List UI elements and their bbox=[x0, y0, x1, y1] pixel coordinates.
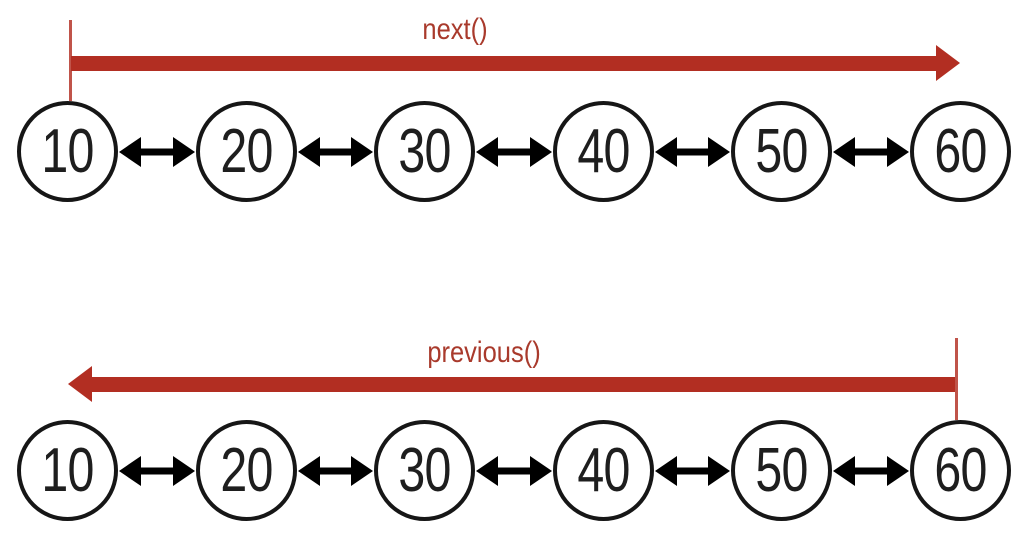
previous-arrow-shaft bbox=[90, 377, 957, 392]
node-value: 60 bbox=[934, 116, 987, 186]
arrow-shaft bbox=[492, 148, 536, 155]
arrow-shaft bbox=[849, 467, 893, 474]
previous-anchor-tick bbox=[955, 338, 958, 420]
arrow-shaft bbox=[670, 467, 715, 474]
bidirectional-arrow bbox=[298, 453, 374, 489]
list-node: 40 bbox=[552, 101, 654, 202]
bidirectional-arrow bbox=[119, 453, 195, 489]
node-value: 10 bbox=[41, 116, 94, 186]
list-node: 10 bbox=[17, 420, 118, 521]
list-node: 60 bbox=[909, 101, 1011, 202]
bidirectional-arrow bbox=[655, 453, 731, 489]
next-arrow-shaft bbox=[71, 56, 938, 71]
node-value: 50 bbox=[755, 435, 809, 505]
arrow-shaft bbox=[135, 467, 179, 474]
arrow-shaft bbox=[492, 467, 536, 474]
node-value: 40 bbox=[577, 435, 630, 505]
next-anchor-tick bbox=[69, 20, 72, 101]
bidirectional-arrow bbox=[119, 134, 195, 170]
list-node: 10 bbox=[17, 101, 118, 202]
list-node: 30 bbox=[374, 420, 476, 521]
list-node: 50 bbox=[731, 101, 833, 202]
node-value: 50 bbox=[755, 116, 809, 186]
arrow-shaft bbox=[313, 148, 358, 155]
node-value: 20 bbox=[219, 116, 273, 186]
list-node: 40 bbox=[552, 420, 654, 521]
bidirectional-arrow bbox=[476, 134, 552, 170]
node-value: 10 bbox=[41, 435, 94, 505]
previous-label: previous() bbox=[427, 336, 541, 369]
previous-arrowhead-icon bbox=[68, 366, 92, 402]
list-node: 60 bbox=[909, 420, 1011, 521]
next-label: next() bbox=[422, 13, 488, 46]
arrow-shaft bbox=[849, 148, 893, 155]
node-value: 30 bbox=[398, 435, 452, 505]
linked-list-row-bottom: 10 20 30 40 50 60 bbox=[17, 420, 1011, 521]
node-value: 20 bbox=[219, 435, 273, 505]
arrow-shaft bbox=[313, 467, 358, 474]
bidirectional-arrow bbox=[655, 134, 731, 170]
bidirectional-arrow bbox=[833, 453, 909, 489]
node-value: 40 bbox=[577, 116, 630, 186]
list-node: 20 bbox=[195, 101, 297, 202]
bidirectional-arrow bbox=[298, 134, 374, 170]
list-node: 30 bbox=[374, 101, 476, 202]
node-value: 60 bbox=[934, 435, 987, 505]
linked-list-row-top: 10 20 30 40 50 60 bbox=[17, 101, 1011, 202]
bidirectional-arrow bbox=[833, 134, 909, 170]
list-node: 50 bbox=[731, 420, 833, 521]
list-node: 20 bbox=[195, 420, 297, 521]
arrow-shaft bbox=[135, 148, 179, 155]
arrow-shaft bbox=[670, 148, 715, 155]
bidirectional-arrow bbox=[476, 453, 552, 489]
next-arrowhead-icon bbox=[936, 45, 960, 81]
node-value: 30 bbox=[398, 116, 452, 186]
